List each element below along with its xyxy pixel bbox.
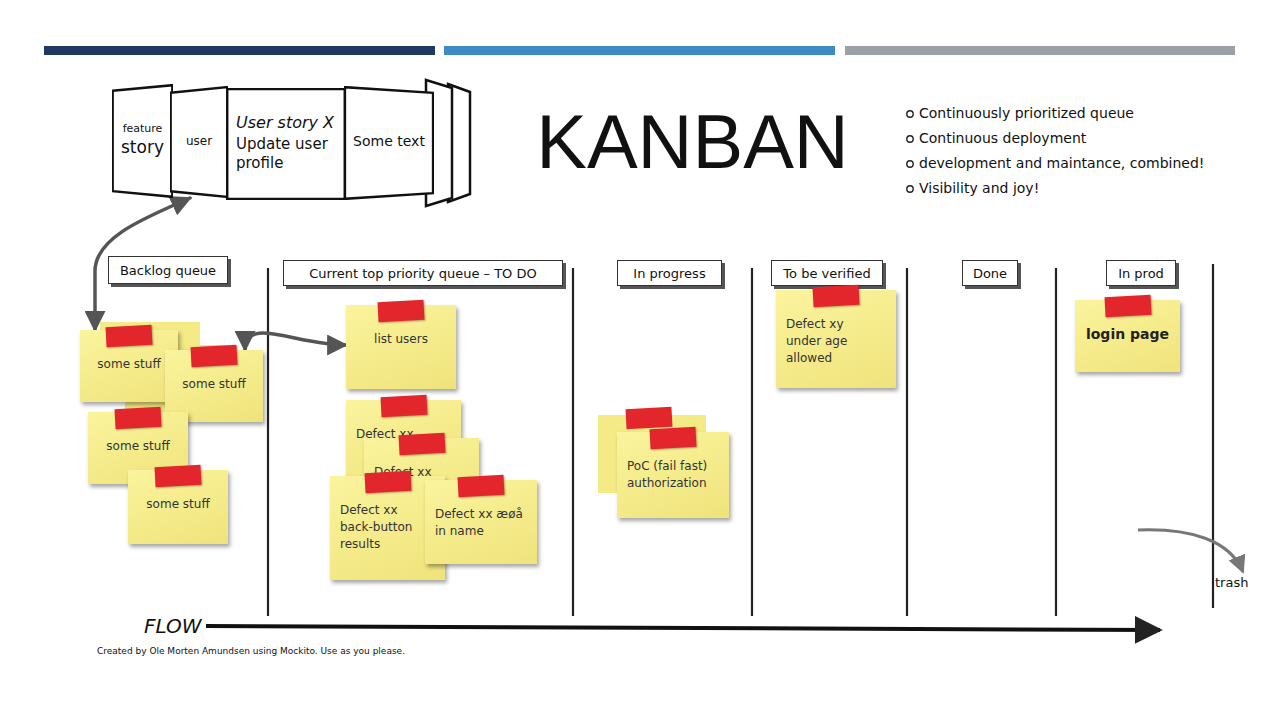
- header-text: Current top priority queue – TO DO: [309, 266, 536, 281]
- note-tab: [106, 325, 153, 347]
- column-header: Backlog queue: [108, 256, 228, 284]
- story-card: user: [170, 86, 228, 198]
- note-text: Defect xx back-button results: [340, 502, 422, 553]
- note-tab: [191, 345, 238, 367]
- note-text: list users: [356, 331, 446, 348]
- card-text: User story X: [236, 113, 334, 133]
- column-header: Done: [962, 260, 1018, 286]
- column-dividers: [268, 264, 1213, 616]
- note-text: some stuff: [175, 376, 253, 393]
- card-text: Update user profile: [236, 135, 336, 173]
- note-text: login page: [1085, 326, 1170, 343]
- bullet-text: Continuously prioritized queue: [919, 105, 1134, 121]
- title: KANBAN: [530, 98, 855, 185]
- note-tab: [364, 471, 411, 493]
- note-text: Defect xx æøå in name: [435, 506, 527, 540]
- bullets: [907, 111, 913, 192]
- trash-label: trash: [1215, 575, 1248, 590]
- note-tab: [115, 407, 162, 429]
- bullet-text: Continuous deployment: [919, 130, 1086, 146]
- note-tab: [380, 395, 427, 417]
- story-card: Some text: [344, 86, 434, 200]
- sticky-note: some stuff: [128, 470, 228, 544]
- column-header: To be verified: [771, 260, 883, 286]
- story-card: User story XUpdate user profile: [226, 88, 346, 200]
- column-header: In prod: [1106, 260, 1176, 286]
- note-text: some stuff: [90, 356, 168, 373]
- story-card: featurestory: [112, 84, 173, 198]
- sticky-note: PoC (fail fast) authorization: [617, 432, 729, 518]
- note-tab: [813, 285, 860, 307]
- sticky-note: list users: [346, 305, 456, 389]
- note-tab: [398, 433, 445, 455]
- note-text: Defect xy under age allowed: [786, 316, 866, 367]
- column-header: Current top priority queue – TO DO: [283, 260, 563, 286]
- note-tab: [378, 300, 425, 322]
- sticky-note: Defect xy under age allowed: [776, 290, 896, 388]
- card-text: feature: [123, 122, 163, 136]
- sticky-note: login page: [1075, 300, 1180, 372]
- trash-arrow: [1138, 530, 1243, 572]
- header-text: In prod: [1118, 266, 1164, 281]
- card-text: user: [186, 134, 212, 149]
- card-text: Some text: [353, 133, 425, 151]
- flow-arrow: [206, 626, 1160, 630]
- flow-connector: [245, 333, 346, 350]
- flow-label: FLOW: [144, 614, 202, 638]
- header-text: Done: [973, 266, 1007, 281]
- card-text: story: [121, 137, 164, 158]
- top-bar: [845, 46, 1235, 55]
- top-bar: [44, 46, 435, 55]
- header-text: To be verified: [783, 266, 870, 281]
- top-bar: [444, 46, 835, 55]
- note-tab: [1104, 295, 1151, 317]
- sticky-note: some stuff: [80, 330, 178, 402]
- note-text: some stuff: [138, 496, 218, 513]
- bullet-text: development and maintance, combined!: [919, 155, 1204, 171]
- header-text: Backlog queue: [120, 263, 216, 278]
- bullet-text: Visibility and joy!: [919, 180, 1039, 196]
- header-text: In progress: [633, 266, 705, 281]
- note-text: some stuff: [98, 438, 178, 455]
- column-header: In progress: [617, 260, 722, 286]
- sticky-note: Defect xx æøå in name: [425, 480, 537, 564]
- credit-note: Created by Ole Morten Amundsen using Moc…: [97, 646, 405, 656]
- note-tab: [650, 427, 697, 449]
- note-tab: [458, 475, 505, 497]
- note-text: PoC (fail fast) authorization: [627, 458, 719, 492]
- note-tab: [155, 465, 202, 487]
